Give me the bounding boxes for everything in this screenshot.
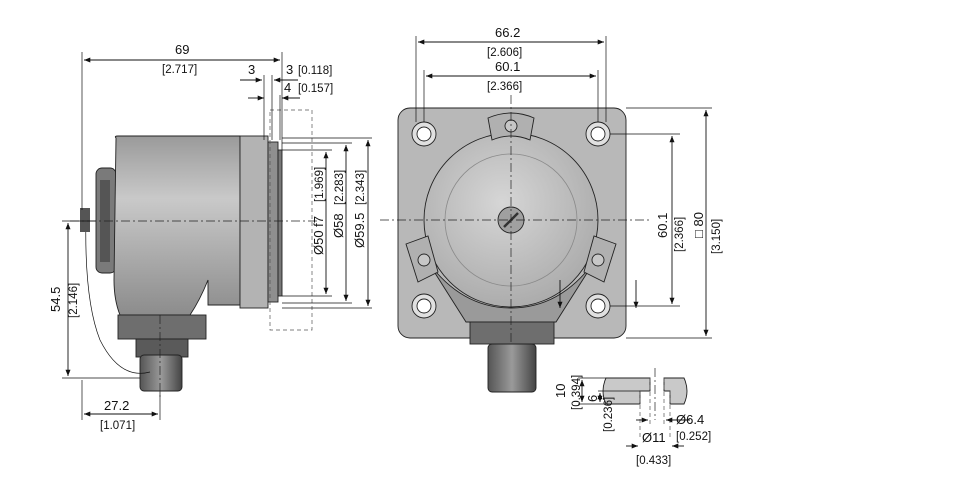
dim-dia-59-5-in: [2.343]	[355, 170, 367, 205]
flange-hidden-outline	[269, 109, 313, 331]
dim-69: 69	[175, 42, 189, 57]
dim-dia-6-4-in: [0.252]	[676, 431, 711, 443]
dim-dia-58-in: [2.283]	[334, 170, 346, 205]
dim-27-2: 27.2	[104, 398, 129, 413]
dim-4: 4	[284, 80, 291, 95]
dim-dia-11-in: [0.433]	[636, 455, 671, 467]
cable	[85, 214, 151, 374]
dim-54-5: 54.5	[48, 287, 63, 312]
hole-detail-view: 10 [0.394] 6 [0.236] Ø6.4 [0.252] Ø11 [0…	[553, 368, 711, 467]
dim-square-80-in: [3.150]	[711, 219, 723, 254]
dim-dia-6-4: Ø6.4	[676, 412, 704, 427]
dim-dia-58: Ø58	[331, 213, 346, 238]
front-view: 66.2 [2.606] 60.1 [2.366] 60.1 [2.366] □…	[380, 25, 723, 393]
dim-3a: 3	[248, 62, 255, 77]
flange-plate	[267, 141, 279, 303]
hole-section-right	[663, 377, 688, 405]
dim-depth-10-in: [0.394]	[571, 375, 583, 410]
cable-gland	[80, 208, 90, 232]
dim-60-1-h: 60.1	[495, 59, 520, 74]
dim-66-2: 66.2	[495, 25, 520, 40]
dim-3b: 3	[286, 62, 293, 77]
dim-depth-6-in: [0.236]	[603, 397, 615, 432]
centering-collar	[277, 149, 283, 297]
dim-69-in: [2.717]	[162, 64, 197, 76]
encoder-housing	[113, 135, 241, 316]
dim-54-5-in: [2.146]	[68, 283, 80, 318]
dim-dia-50: Ø50 f7	[311, 216, 326, 255]
dim-dia-50-in: [1.969]	[314, 167, 326, 202]
connector-base	[117, 314, 207, 340]
dim-dia-59-5: Ø59.5	[352, 213, 367, 248]
dim-66-2-in: [2.606]	[487, 47, 522, 59]
dim-60-1-h-in: [2.366]	[487, 81, 522, 93]
dim-4-in: [0.157]	[298, 83, 333, 95]
dim-60-1-v: 60.1	[655, 213, 670, 238]
dim-square-80: □ 80	[691, 212, 706, 238]
dim-depth-6: 6	[585, 395, 600, 402]
connector-nut	[135, 338, 189, 358]
front-connector-nut	[487, 343, 537, 393]
side-view: 69 [2.717] 3 3 [0.118] 4 [0.157] Ø50 f7 …	[48, 42, 372, 432]
dim-27-2-in: [1.071]	[100, 420, 135, 432]
dim-depth-10: 10	[553, 384, 568, 398]
mounting-holes	[411, 121, 611, 319]
front-connector-base	[469, 321, 555, 345]
dim-3-in: [0.118]	[298, 65, 332, 77]
dim-dia-11: Ø11	[642, 430, 666, 445]
flange-body	[239, 135, 269, 309]
dim-60-1-v-in: [2.366]	[674, 217, 686, 252]
